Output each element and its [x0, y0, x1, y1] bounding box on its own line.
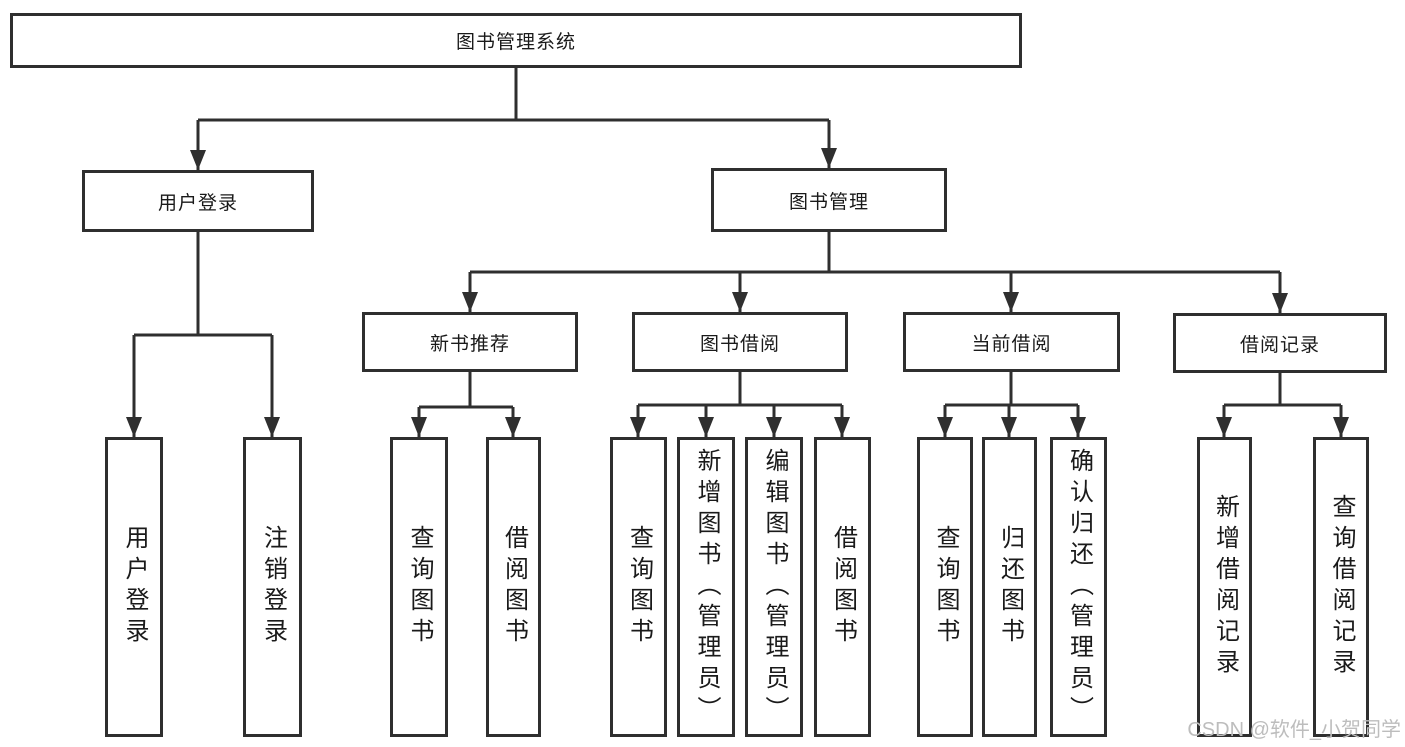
node-borrow-records-label: 借阅记录	[1239, 334, 1320, 356]
leaf-rec-borrow-book-label: 借阅图书	[500, 525, 528, 649]
leaf-rec-query-book-label: 查询图书	[406, 525, 433, 649]
leaf-current-confirm-return: 确认归还（管理员）	[1050, 437, 1107, 737]
node-new-book-recommend-label: 新书推荐	[429, 333, 510, 355]
leaf-borrow-edit-book-label: 编辑图书（管理员）	[761, 447, 788, 727]
leaf-borrow-query-book: 查询图书	[610, 437, 667, 737]
leaf-current-query-book: 查询图书	[917, 437, 973, 737]
node-book-borrow: 图书借阅	[632, 312, 848, 372]
leaf-borrow-edit-book: 编辑图书（管理员）	[745, 437, 803, 737]
leaf-rec-borrow-book: 借阅图书	[486, 437, 541, 737]
leaf-record-query-label: 查询借阅记录	[1328, 494, 1355, 680]
node-book-management-label: 图书管理	[788, 191, 869, 213]
node-new-book-recommend: 新书推荐	[362, 312, 578, 372]
csdn-watermark: CSDN @软件_小贺同学	[1187, 719, 1401, 741]
leaf-current-confirm-return-label: 确认归还（管理员）	[1065, 447, 1093, 727]
leaf-borrow-borrow-book: 借阅图书	[814, 437, 871, 737]
leaf-user-login-label: 用户登录	[121, 525, 148, 649]
leaf-borrow-add-book-label: 新增图书（管理员）	[693, 447, 720, 727]
leaf-user-login: 用户登录	[105, 437, 163, 737]
leaf-borrow-query-book-label: 查询图书	[625, 525, 653, 649]
leaf-record-query: 查询借阅记录	[1313, 437, 1369, 737]
node-root: 图书管理系统	[10, 13, 1022, 68]
leaf-record-add: 新增借阅记录	[1197, 437, 1252, 737]
node-user-login-label: 用户登录	[157, 192, 238, 214]
node-book-management: 图书管理	[711, 168, 947, 232]
leaf-logout: 注销登录	[243, 437, 302, 737]
node-current-borrow: 当前借阅	[903, 312, 1120, 372]
leaf-current-return-book: 归还图书	[982, 437, 1037, 737]
node-root-label: 图书管理系统	[455, 32, 576, 53]
node-borrow-records: 借阅记录	[1173, 313, 1387, 373]
leaf-borrow-borrow-book-label: 借阅图书	[829, 525, 857, 649]
leaf-rec-query-book: 查询图书	[390, 437, 448, 737]
node-current-borrow-label: 当前借阅	[971, 333, 1052, 355]
node-user-login: 用户登录	[82, 170, 314, 232]
leaf-record-add-label: 新增借阅记录	[1211, 494, 1239, 680]
leaf-current-query-book-label: 查询图书	[932, 525, 959, 649]
node-book-borrow-label: 图书借阅	[699, 333, 780, 355]
leaf-logout-label: 注销登录	[259, 525, 287, 649]
leaf-current-return-book-label: 归还图书	[996, 525, 1024, 649]
leaf-borrow-add-book: 新增图书（管理员）	[677, 437, 735, 737]
